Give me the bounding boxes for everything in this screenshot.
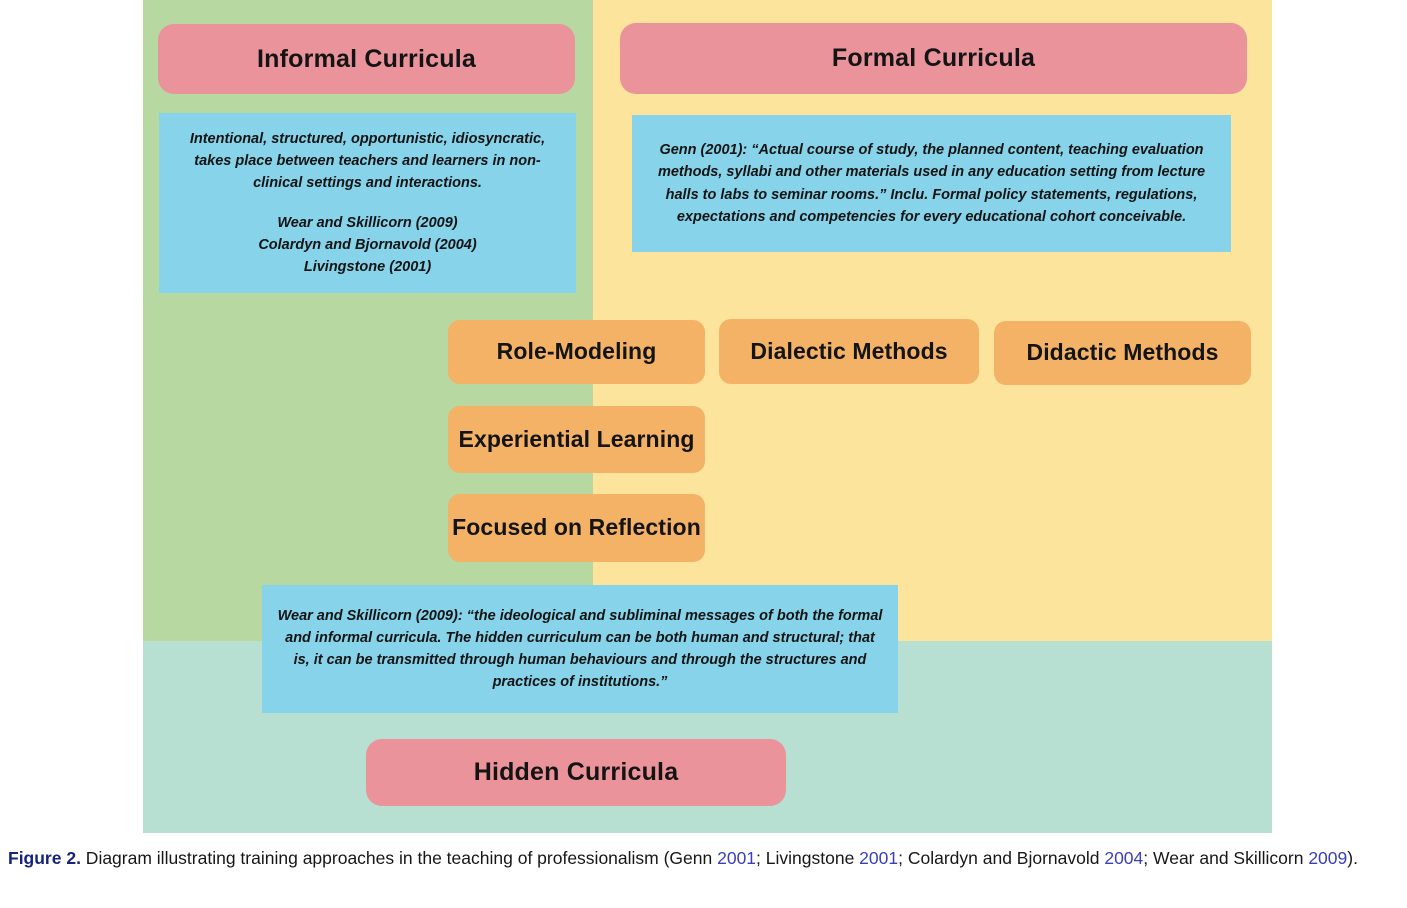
informal-curricula-description: Intentional, structured, opportunistic, … bbox=[159, 113, 576, 293]
hidden-curricula-header: Hidden Curricula bbox=[366, 739, 786, 806]
method-box-role-modeling: Role-Modeling bbox=[448, 320, 705, 384]
figure-caption-citation-wear[interactable]: 2009 bbox=[1308, 848, 1348, 868]
informal-reference-2: Colardyn and Bjornavold (2004) bbox=[258, 237, 477, 254]
figure-caption-citation-livingstone[interactable]: 2001 bbox=[859, 848, 899, 868]
figure-diagram: Informal Curricula Formal Curricula Inte… bbox=[143, 0, 1272, 833]
method-box-experiential-learning: Experiential Learning bbox=[448, 406, 705, 473]
figure-caption-text-2: ; Livingstone bbox=[756, 848, 860, 868]
figure-caption-text-4: ; Wear and Skillicorn bbox=[1143, 848, 1309, 868]
figure-caption: Figure 2. Diagram illustrating training … bbox=[8, 845, 1400, 872]
figure-caption-text-1: Diagram illustrating training approaches… bbox=[80, 848, 718, 868]
figure-caption-text-3: ; Colardyn and Bjornavold bbox=[898, 848, 1105, 868]
figure-caption-citation-colardyn[interactable]: 2004 bbox=[1104, 848, 1144, 868]
figure-caption-citation-genn[interactable]: 2001 bbox=[717, 848, 757, 868]
informal-description-body: Intentional, structured, opportunistic, … bbox=[189, 130, 546, 191]
method-box-didactic-methods: Didactic Methods bbox=[994, 321, 1251, 385]
informal-reference-3: Livingstone (2001) bbox=[303, 259, 432, 276]
method-box-focused-on-reflection: Focused on Reflection bbox=[448, 494, 705, 562]
method-box-dialectic-methods: Dialectic Methods bbox=[719, 319, 979, 384]
formal-curricula-description: Genn (2001): “Actual course of study, th… bbox=[632, 115, 1231, 252]
informal-reference-1: Wear and Skillicorn (2009) bbox=[277, 215, 458, 231]
figure-caption-label: Figure 2. bbox=[8, 848, 81, 868]
hidden-description-body: Wear and Skillicorn (2009): “the ideolog… bbox=[277, 607, 883, 691]
formal-curricula-header: Formal Curricula bbox=[620, 23, 1247, 94]
hidden-curricula-description: Wear and Skillicorn (2009): “the ideolog… bbox=[262, 585, 898, 713]
formal-description-body: Genn (2001): “Actual course of study, th… bbox=[657, 142, 1206, 225]
informal-curricula-header: Informal Curricula bbox=[158, 24, 575, 94]
figure-caption-text-5: ). bbox=[1347, 848, 1358, 868]
